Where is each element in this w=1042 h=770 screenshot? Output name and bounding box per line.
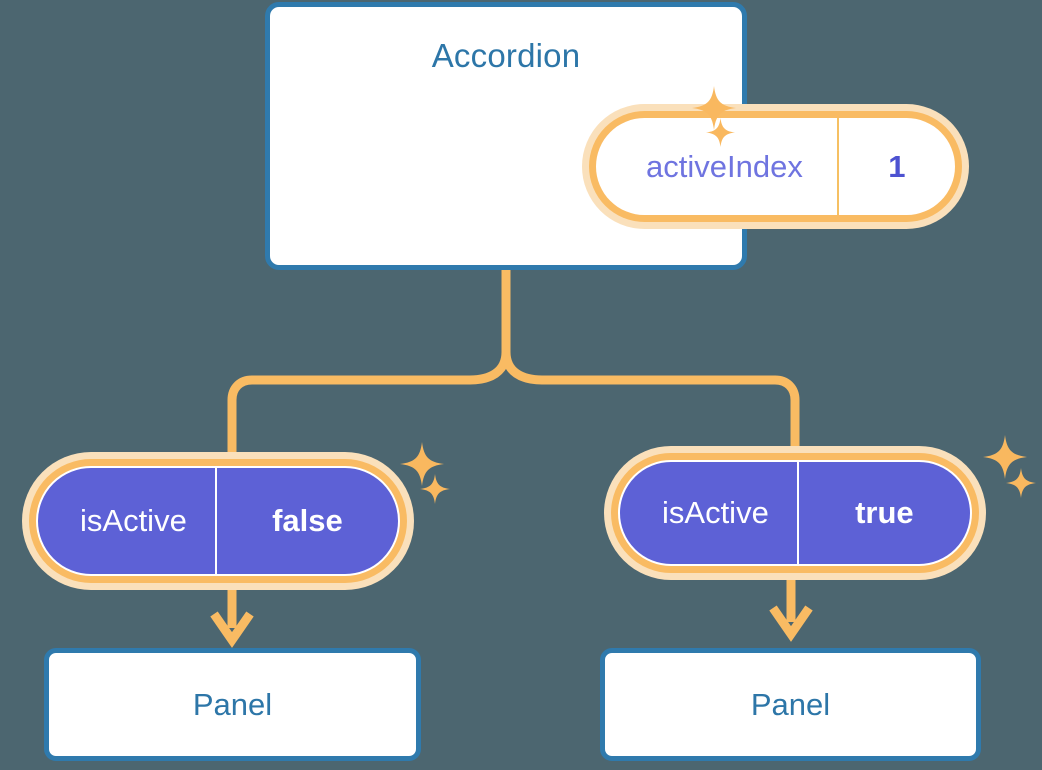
component-card-accordion[interactable]: Accordion activeIndex 1 (265, 2, 969, 270)
state-pill-isactive-right[interactable]: isActive true (604, 446, 986, 580)
connector-arm-left (227, 351, 511, 460)
arrow-right-head-icon (769, 605, 813, 642)
pill-body: activeIndex 1 (596, 118, 955, 215)
state-value-label: true (796, 462, 970, 564)
sparkle-icon (1006, 468, 1036, 498)
state-key-label: activeIndex (646, 148, 803, 184)
component-title-accordion: Accordion (431, 37, 581, 74)
sparkle-icon (400, 442, 444, 486)
sparkle-icon (420, 474, 450, 504)
component-title-panel: Panel (192, 686, 273, 722)
pill-body: isActive false (36, 466, 400, 576)
component-title-panel: Panel (750, 686, 831, 722)
sparkle-icon (983, 435, 1027, 479)
state-key-label: isActive (662, 495, 769, 530)
pill-body: isActive true (618, 460, 972, 566)
component-card-panel-left[interactable]: Panel (44, 648, 421, 761)
arrow-left-head-icon (210, 611, 254, 648)
state-key-label: isActive (80, 503, 187, 538)
state-value-label: 1 (836, 118, 955, 215)
component-card-panel-right[interactable]: Panel (600, 648, 981, 761)
state-value-label: false (214, 468, 398, 574)
state-pill-activeindex[interactable]: activeIndex 1 (582, 104, 969, 229)
state-pill-isactive-left[interactable]: isActive false (22, 452, 414, 590)
connector-arm-right (501, 351, 800, 452)
